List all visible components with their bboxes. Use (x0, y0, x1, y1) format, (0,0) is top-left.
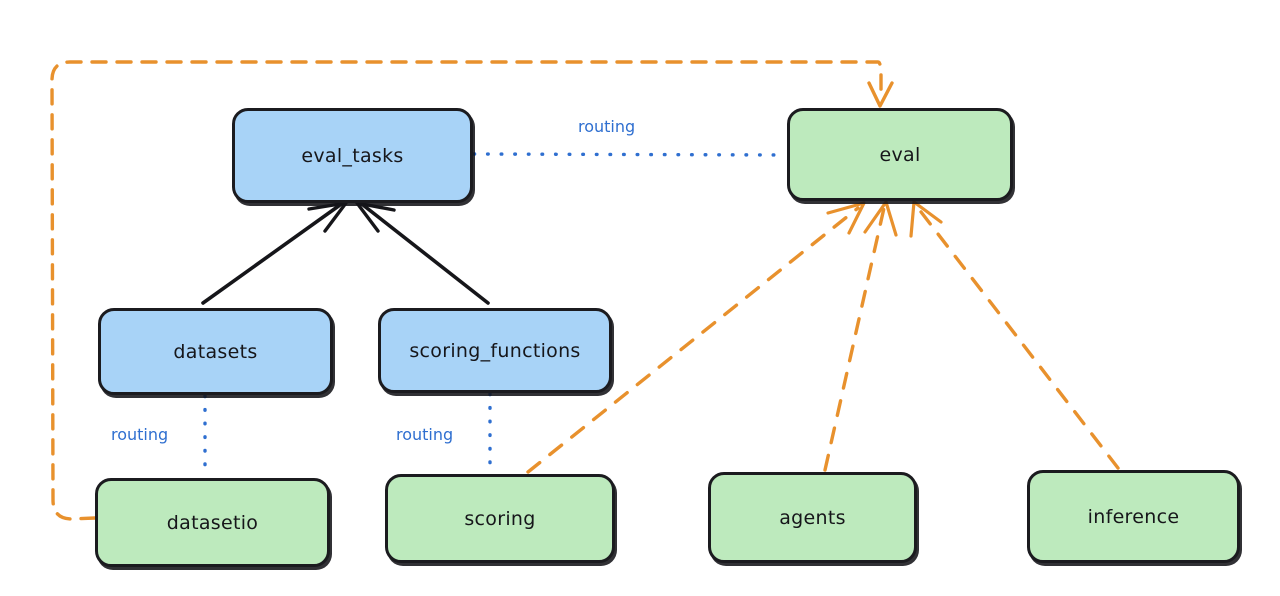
edge-inference-eval (916, 206, 1120, 470)
node-eval-tasks[interactable]: eval_tasks (232, 108, 473, 203)
edge-label-routing-scoring: routing (396, 425, 454, 444)
node-eval[interactable]: eval (787, 108, 1013, 201)
node-scoring-functions[interactable]: scoring_functions (378, 308, 612, 393)
node-scoring-functions-label: scoring_functions (409, 339, 581, 362)
node-agents[interactable]: agents (708, 472, 917, 563)
edge-datasets-eval-tasks (201, 203, 342, 305)
edge-datasets-eval-tasks-arrowhead (307, 201, 348, 233)
edge-agents-eval (823, 206, 886, 472)
node-inference[interactable]: inference (1027, 470, 1240, 563)
edge-eval-tasks-eval (472, 152, 788, 157)
node-inference-label: inference (1087, 505, 1180, 528)
edge-scoring-functions-eval-tasks (361, 203, 490, 305)
node-agents-label: agents (779, 506, 846, 529)
node-datasetio[interactable]: datasetio (95, 478, 330, 567)
edge-inference-eval-arrowhead (909, 200, 943, 238)
edge-scoring-eval-arrowhead (826, 201, 866, 235)
node-eval-tasks-label: eval_tasks (301, 144, 404, 167)
node-scoring-label: scoring (464, 507, 536, 530)
node-datasets-label: datasets (173, 340, 258, 363)
node-scoring[interactable]: scoring (385, 474, 615, 563)
node-eval-label: eval (879, 143, 921, 166)
edge-label-routing-datasetio: routing (111, 425, 169, 444)
node-datasets[interactable]: datasets (98, 308, 333, 395)
edge-datasetio-eval-arrowhead (867, 81, 894, 108)
edge-agents-eval-arrowhead (863, 200, 898, 237)
edge-label-routing-eval: routing (578, 117, 636, 136)
node-datasetio-label: datasetio (166, 511, 259, 534)
edge-scoring-functions-eval-tasks-arrowhead (355, 201, 396, 233)
